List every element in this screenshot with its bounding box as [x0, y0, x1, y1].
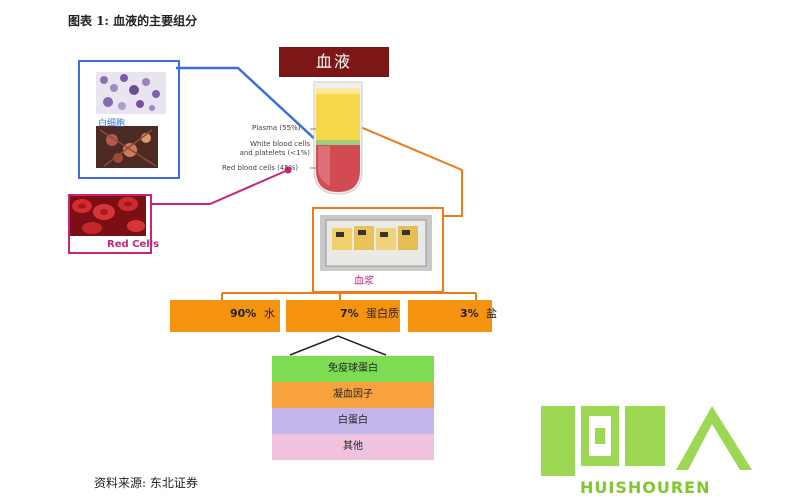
wbc-connector-line [176, 66, 319, 143]
wbc-micrograph-top [96, 72, 166, 114]
plasma-connector-line [357, 125, 463, 217]
protein-fan-line [289, 335, 387, 356]
white-blood-cells-frame [78, 60, 180, 179]
tube-label-rbc: Red blood cells (45%) [222, 164, 299, 172]
protein-row-other: 其他 [272, 434, 434, 460]
composition-box-water: 90% 水 [170, 300, 280, 332]
tube-label-plasma: Plasma (55%) [252, 124, 301, 132]
salt-percent: 3% [460, 307, 479, 320]
white-blood-cells-label: 白细胞 [98, 119, 126, 129]
red-cells-label: Red Cells [107, 239, 160, 250]
plasma-photo-overlay [320, 215, 432, 271]
blood-title-banner: 血液 [279, 47, 389, 77]
tube-label-wbc-line2: and platelets (<1%) [239, 149, 310, 157]
huishouren-logo [541, 406, 752, 476]
water-percent: 90% [230, 307, 257, 320]
protein-row-albumin: 白蛋白 [272, 408, 434, 434]
red-cells-frame [68, 194, 152, 254]
water-name: 水 [264, 307, 275, 320]
tube-label-wbc: White blood cells and platelets (<1%) [236, 140, 310, 158]
wbc-micrograph-bottom [96, 126, 158, 168]
rbc-micrograph [70, 196, 146, 236]
composition-box-salt: 3% 盐 [408, 300, 497, 332]
protein-row-coagulation-factors: 凝血因子 [272, 382, 434, 408]
rbc-connector-line [150, 169, 289, 205]
watermark-text: HUISHOUREN [580, 478, 711, 497]
plasma-label: 血浆 [354, 276, 374, 287]
rbc-connector-dot [284, 166, 292, 174]
protein-row-immunoglobulin: 免疫球蛋白 [272, 356, 434, 382]
tube-label-wbc-line1: White blood cells [250, 140, 310, 148]
protein-percent: 7% [340, 307, 359, 320]
protein-name: 蛋白质 [366, 307, 399, 320]
test-tube-illustration [310, 81, 363, 195]
composition-box-protein: 7% 蛋白质 [286, 300, 400, 332]
figure-caption: 图表 1: 血液的主要组分 [68, 14, 198, 28]
source-note: 资料来源: 东北证券 [94, 476, 198, 490]
salt-name: 盐 [486, 307, 497, 320]
